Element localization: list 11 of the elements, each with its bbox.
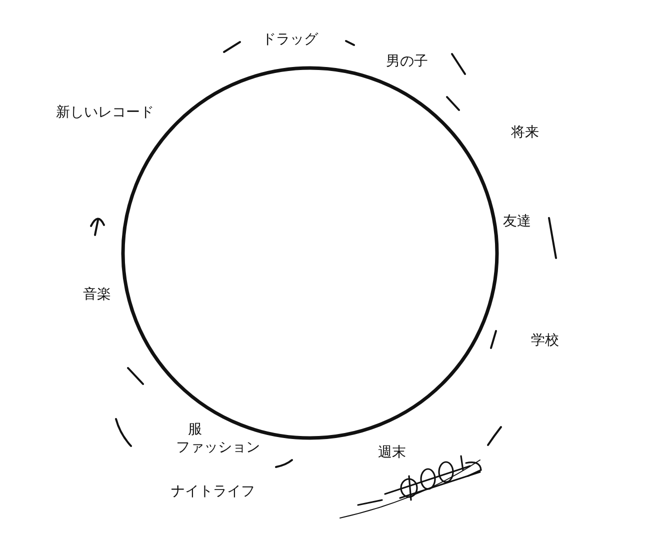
topic-label: 服 bbox=[188, 422, 202, 438]
topic-label: 友達 bbox=[503, 214, 531, 230]
topic-label: 学校 bbox=[531, 332, 559, 350]
topic-label: 週末 bbox=[378, 444, 406, 462]
topic-label: 新しいレコード bbox=[56, 104, 154, 122]
topic-label: ナイトライフ bbox=[171, 484, 255, 500]
topic-label: 男の子 bbox=[386, 54, 428, 70]
topic-label: 将来 bbox=[511, 124, 539, 142]
topic-label: 音楽 bbox=[83, 286, 111, 304]
topic-label: ドラッグ bbox=[262, 32, 318, 48]
topic-label: ファッション bbox=[176, 440, 260, 456]
